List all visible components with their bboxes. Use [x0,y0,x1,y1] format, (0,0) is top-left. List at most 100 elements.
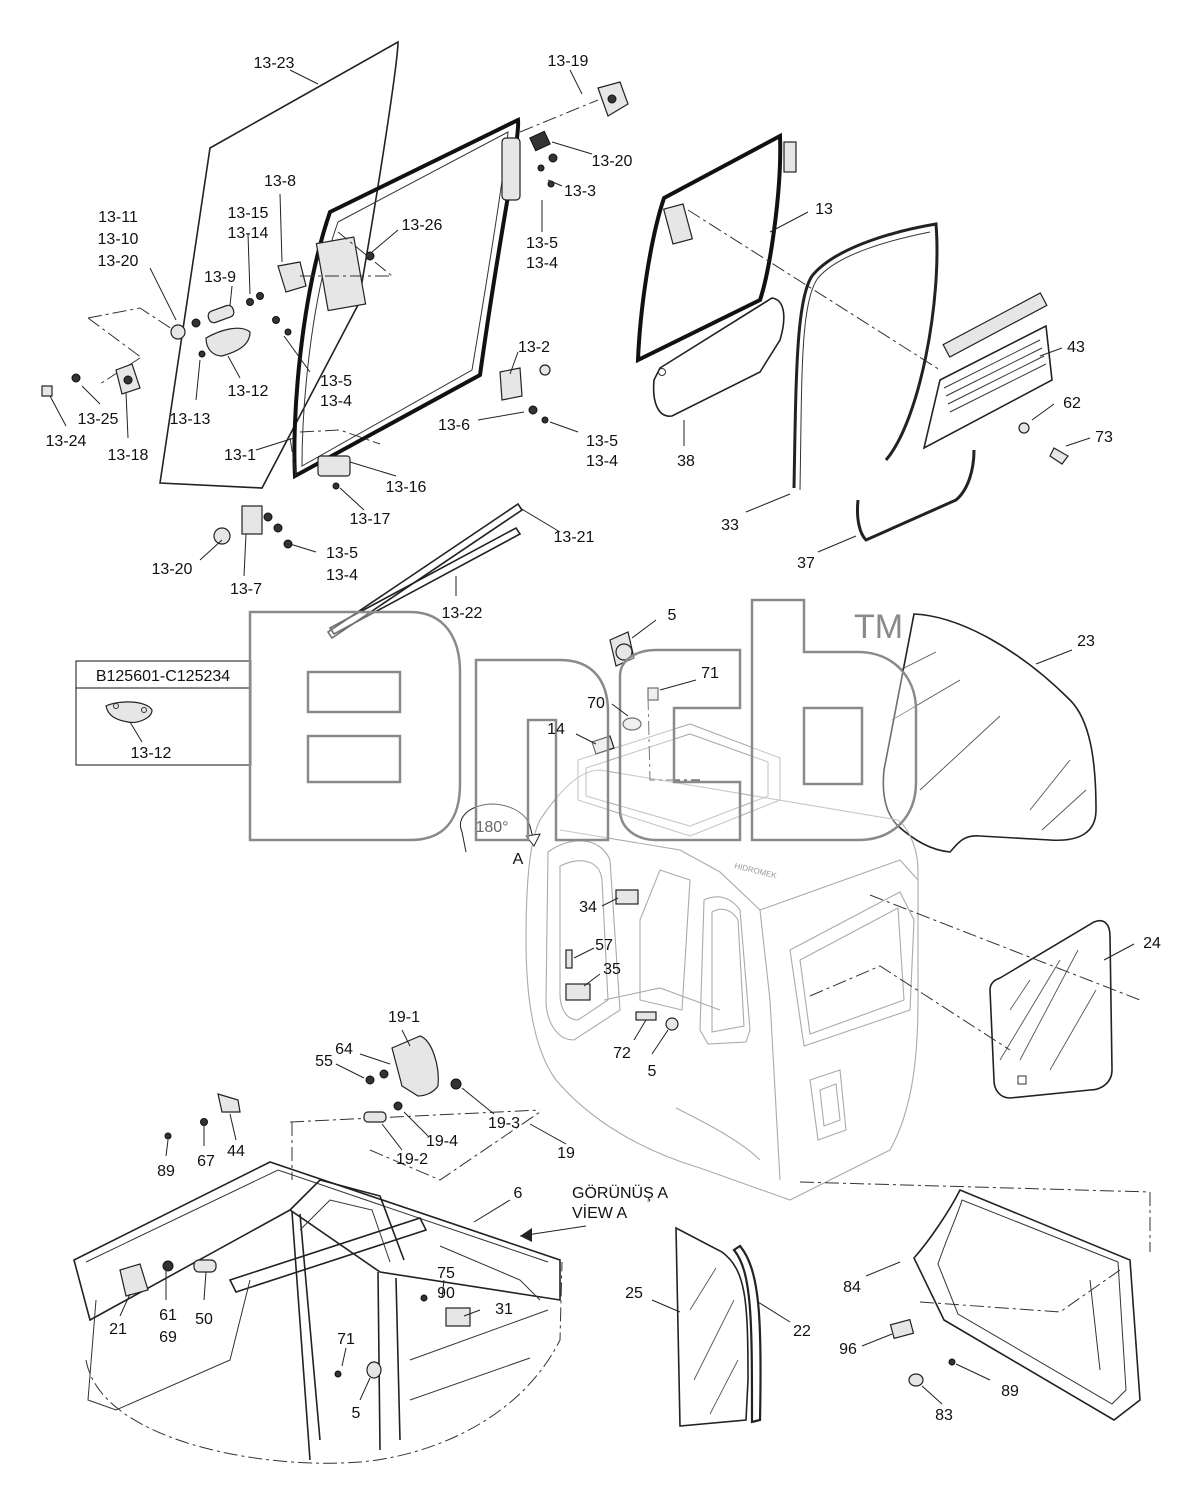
part-label: 13-2 [518,339,550,356]
view-caption: GÖRÜNÜŞ A VİEW A [519,1184,668,1242]
part-label: 5 [668,607,677,624]
part-label: 57 [595,937,613,954]
view-a-detail [73,1109,563,1464]
seal-strip-13-21 [326,502,524,640]
part-label: 13-22 [442,605,483,622]
part-label: 19-2 [396,1151,428,1168]
rotation-view-letter: A [513,851,524,868]
part-label: 13-25 [78,411,119,428]
seal-33 [792,222,939,491]
part-label: 13-4 [320,393,352,410]
hinge-13-7 [213,364,551,549]
part-label: 71 [337,1331,355,1348]
part-label: 71 [701,665,719,682]
part-label: 13-19 [548,53,589,70]
part-label: 21 [109,1321,127,1338]
part-label: 5 [352,1405,361,1422]
part-label: 13-5 [326,545,358,562]
part-label: 13-4 [526,255,558,272]
part-label: 33 [721,517,739,534]
glass-25 [675,1226,749,1427]
part-label: 13-21 [554,529,595,546]
part-label: 73 [1095,429,1113,446]
part-label: 55 [315,1053,333,1070]
panel-84 [799,1181,1151,1421]
part-label: 19-3 [488,1115,520,1132]
part-label: 13-18 [108,447,149,464]
part-label: 13-3 [564,183,596,200]
part-label: 64 [335,1041,353,1058]
view-caption-line2: VİEW A [572,1203,627,1222]
part-label: 13-20 [592,153,633,170]
rotation-angle: 180° [475,819,508,836]
part-label: 75 [437,1265,455,1282]
part-label: 13-5 [320,373,352,390]
part-label: 13-23 [254,55,295,72]
hardware-19 [164,1035,462,1140]
part-label: 89 [157,1163,175,1180]
part-label: 25 [625,1285,643,1302]
logo-watermark: TM [248,598,918,842]
part-label: 90 [437,1285,455,1302]
panel-38 [652,297,785,417]
rotation-indicator: 180° A [460,803,541,868]
view-caption-line1: GÖRÜNÜŞ A [572,1184,668,1202]
part-label: 6 [514,1185,523,1202]
part-label: 13-7 [230,581,262,598]
hardware-left-cluster [41,231,394,397]
part-label: 5 [648,1063,657,1080]
part-label: 13-10 [98,231,139,248]
part-label: 13-5 [526,235,558,252]
part-label: 13-17 [350,511,391,528]
part-label: 62 [1063,395,1081,412]
part-label: 61 [159,1307,177,1324]
hardware-13-19 [519,81,629,188]
part-label: 43 [1067,339,1085,356]
part-label: 13-26 [402,217,443,234]
part-label: 22 [793,1323,811,1340]
part-label: 13-4 [326,567,358,584]
watermark-trademark: TM [854,608,903,646]
part-label: 83 [935,1407,953,1424]
door-latch-handle [501,137,521,201]
strip-22 [732,1244,762,1424]
part-label: 13-11 [98,209,138,226]
part-label: 19-1 [388,1009,420,1026]
part-label: 35 [603,961,621,978]
part-label: 13-5 [586,433,618,450]
sunshade-43 [922,292,1069,465]
part-label: 13 [815,201,833,218]
part-label: 13-8 [264,173,296,190]
part-labels: 13-23 13-19 13-20 13-3 13-8 13-11 13-10 … [46,53,1161,1424]
part-label: 13-12 [228,383,269,400]
part-label: 31 [495,1301,513,1318]
part-label: 13-24 [46,433,87,450]
part-label: 13-1 [224,447,256,464]
part-label: 69 [159,1329,177,1346]
seal-37 [856,449,976,542]
glass-24 [989,920,1113,1099]
part-label: 67 [197,1153,215,1170]
door-frame-13-1 [292,116,521,480]
part-label: 84 [843,1279,861,1296]
inset-part-label: 13-12 [131,745,172,762]
inset-box: B125601-C125234 13-12 [75,660,252,766]
part-label: 72 [613,1045,631,1062]
bottom-plate-13-16 [317,455,351,477]
part-label: 24 [1143,935,1161,952]
inset-box-label: B125601-C125234 [96,668,230,685]
part-label: 37 [797,555,815,572]
part-label: 19 [557,1145,575,1162]
part-label: 50 [195,1311,213,1328]
part-label: 13-9 [204,269,236,286]
part-label: 70 [587,695,605,712]
sliding-window-13 [635,132,941,371]
part-label: 13-6 [438,417,470,434]
part-label: 23 [1077,633,1095,650]
lock-plate [315,236,367,312]
cab-brand-text: HIDROMEK [734,861,779,880]
part-label: 38 [677,453,695,470]
part-label: 13-15 [228,205,269,222]
